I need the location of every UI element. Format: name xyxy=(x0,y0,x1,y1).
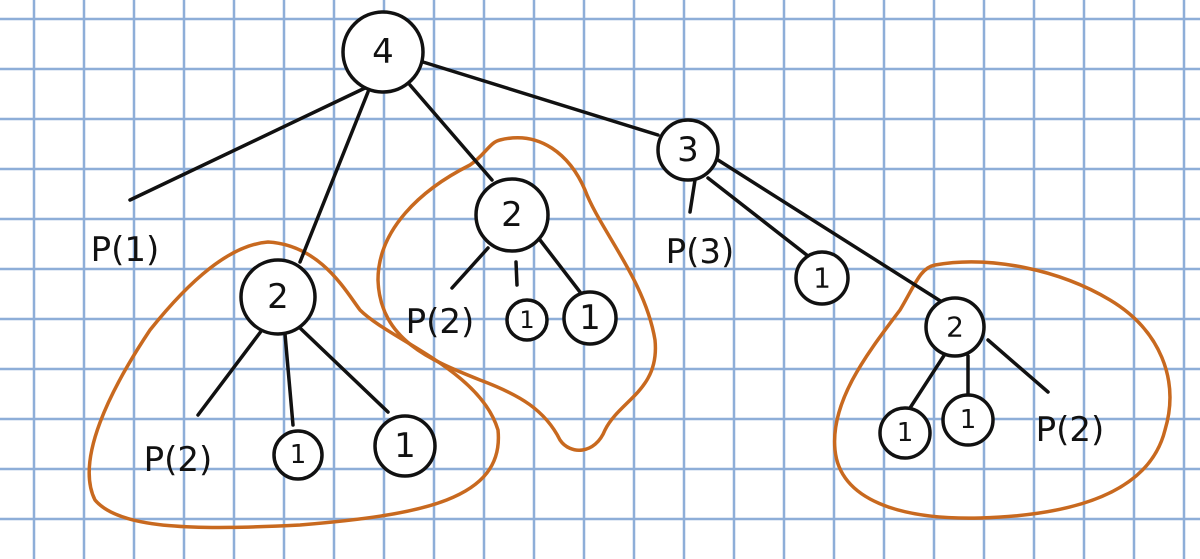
svg-text:1: 1 xyxy=(960,405,977,435)
highlight-right-subtree xyxy=(832,260,1172,520)
svg-text:1: 1 xyxy=(519,306,534,334)
leaf-1: 1 xyxy=(272,429,324,481)
svg-text:1: 1 xyxy=(813,262,831,295)
node-label: 4 xyxy=(372,32,394,72)
svg-text:1: 1 xyxy=(579,298,601,338)
leaf-1: 1 xyxy=(373,414,437,478)
svg-text:1: 1 xyxy=(394,426,416,466)
label-p2-left: P(2) xyxy=(144,440,213,480)
svg-text:1: 1 xyxy=(290,440,307,470)
label-p1: P(1) xyxy=(91,230,160,270)
node-right-2: 2 xyxy=(924,296,986,358)
svg-text:1: 1 xyxy=(897,418,914,448)
leaf-1: 1 xyxy=(562,290,618,346)
label-p2-mid: P(2) xyxy=(406,302,475,342)
highlight-left-subtree xyxy=(87,240,501,530)
leaf-1: 1 xyxy=(505,298,549,342)
node-label: 3 xyxy=(677,130,699,170)
label-p2-right: P(2) xyxy=(1036,410,1105,450)
leaf-1: 1 xyxy=(941,393,995,447)
tree-edges xyxy=(128,60,1050,427)
node-label: 2 xyxy=(267,277,289,317)
node-3: 3 xyxy=(656,118,720,182)
highlight-middle-subtree xyxy=(376,136,658,452)
label-p3: P(3) xyxy=(666,232,735,272)
leaf-1: 1 xyxy=(878,406,932,460)
node-left-2: 2 xyxy=(239,258,317,336)
leaf-1: 1 xyxy=(794,250,850,306)
node-label: 2 xyxy=(501,195,523,235)
node-label: 2 xyxy=(946,311,964,344)
node-mid-2: 2 xyxy=(474,177,550,253)
node-root: 4 xyxy=(341,10,425,94)
